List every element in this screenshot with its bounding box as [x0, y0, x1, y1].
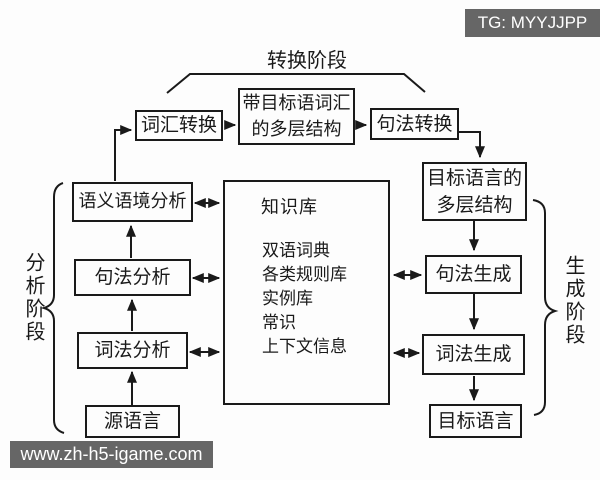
node-syntax-generation: 句法生成 [425, 255, 522, 294]
node-lexical-transform: 词汇转换 [135, 110, 223, 141]
node-knowledge-base [223, 180, 390, 405]
knowledge-base-title: 知识库 [261, 197, 318, 218]
node-multilayer-with-target-lexicon: 带目标语词汇的多层结构 [238, 88, 355, 145]
node-lexical-generation: 词法生成 [422, 334, 525, 375]
brace-analysis-phase [40, 182, 65, 434]
node-target-language: 目标语言 [429, 404, 522, 438]
watermark: www.zh-h5-igame.com [10, 441, 213, 468]
node-lexical-analysis: 词法分析 [77, 332, 188, 369]
node-syntax-transform: 句法转换 [370, 108, 459, 140]
node-source-language: 源语言 [85, 405, 180, 438]
brace-generation-phase [532, 199, 559, 416]
kb-item-rule-bases: 各类规则库 [262, 265, 347, 285]
analysis-phase-label: 分析阶段 [22, 252, 46, 344]
arrow-syntax-transform-to-target-multilayer [459, 131, 485, 159]
transform-phase-label: 转换阶段 [267, 48, 347, 72]
kb-item-common-sense: 常识 [262, 313, 296, 333]
arrow-semantic-to-lexical-transform [114, 125, 133, 181]
kb-item-bilingual-dictionary: 双语词典 [262, 241, 330, 261]
node-syntax-analysis: 句法分析 [74, 259, 191, 296]
kb-item-example-base: 实例库 [262, 289, 313, 309]
brace-transform-phase [166, 73, 426, 94]
generation-phase-label: 生成阶段 [562, 255, 586, 347]
kb-item-context-info: 上下文信息 [262, 337, 347, 357]
knowledge-base-list: 双语词典 各类规则库 实例库 常识 上下文信息 [262, 239, 347, 359]
node-semantic-context-analysis: 语义语境分析 [72, 182, 193, 222]
node-target-language-multilayer: 目标语言的多层结构 [422, 162, 527, 221]
tg-badge: TG: MYYJJPP [465, 9, 600, 37]
